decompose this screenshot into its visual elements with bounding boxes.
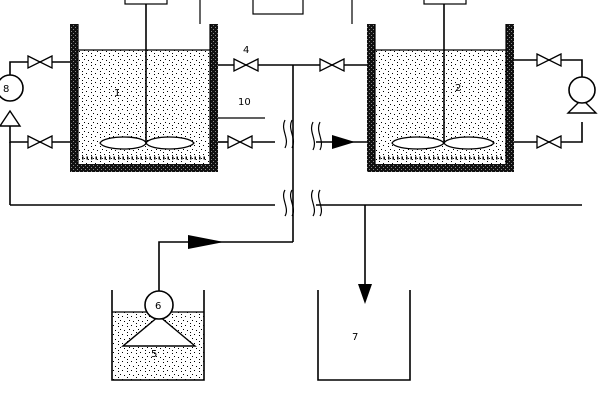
tank-1-label: 1 xyxy=(114,88,120,99)
sensor-10: 10 xyxy=(218,97,265,119)
reservoir-5-label: 5 xyxy=(151,349,157,360)
feed-line xyxy=(158,65,294,292)
valve-right-lower xyxy=(536,134,562,150)
tank-2-impeller xyxy=(391,136,495,150)
tank-1-liquid xyxy=(78,50,210,164)
sensor-10-label: 10 xyxy=(238,97,251,108)
receiver-7-label: 7 xyxy=(352,332,358,343)
left-recirculation-loop: 8 xyxy=(0,54,70,205)
valve-tank-1-outlet xyxy=(227,134,253,150)
tank-1-jacket-left xyxy=(70,24,78,172)
pump-right-base xyxy=(566,98,598,114)
pump-right xyxy=(568,76,596,104)
valve-right-upper xyxy=(536,52,562,68)
valve-left-lower xyxy=(27,134,53,150)
tank-2-jacket-bottom xyxy=(367,164,514,172)
pump-6: 6 xyxy=(121,290,197,347)
pump-6-label: 6 xyxy=(155,301,161,312)
valve-4 xyxy=(233,57,259,73)
return-line xyxy=(10,204,582,304)
valve-4-label: 4 xyxy=(243,45,249,56)
pump-6-base xyxy=(121,315,197,347)
pump-8-base xyxy=(0,109,22,127)
flow-arrow-feed xyxy=(188,235,224,249)
pump-8 xyxy=(0,74,24,102)
tank-1-jacket-right xyxy=(210,24,218,172)
tank-2-jacket-right xyxy=(506,24,514,172)
tank-2-jacket-left xyxy=(367,24,375,172)
tank-1-outlet-line xyxy=(218,134,367,150)
receiver-vessel-7: 7 xyxy=(317,290,411,381)
flow-arrow-to-receiver-7 xyxy=(358,284,372,304)
pump-6-body xyxy=(144,290,174,320)
reactor-tank-1: 1 xyxy=(70,4,218,172)
line-break-marks xyxy=(282,119,323,217)
tank-2-label: 2 xyxy=(455,83,461,94)
top-instrument-boxes xyxy=(124,0,467,24)
right-recirculation-loop xyxy=(514,52,598,150)
tank-1-jacket-bottom xyxy=(70,164,218,172)
flow-arrow-to-tank-2 xyxy=(332,135,355,149)
valve-transfer-right xyxy=(319,57,345,73)
pump-8-label: 8 xyxy=(3,84,9,95)
reactor-tank-2: 2 xyxy=(367,4,514,172)
tank-1-impeller xyxy=(99,136,195,150)
valve-left-upper xyxy=(27,54,53,70)
